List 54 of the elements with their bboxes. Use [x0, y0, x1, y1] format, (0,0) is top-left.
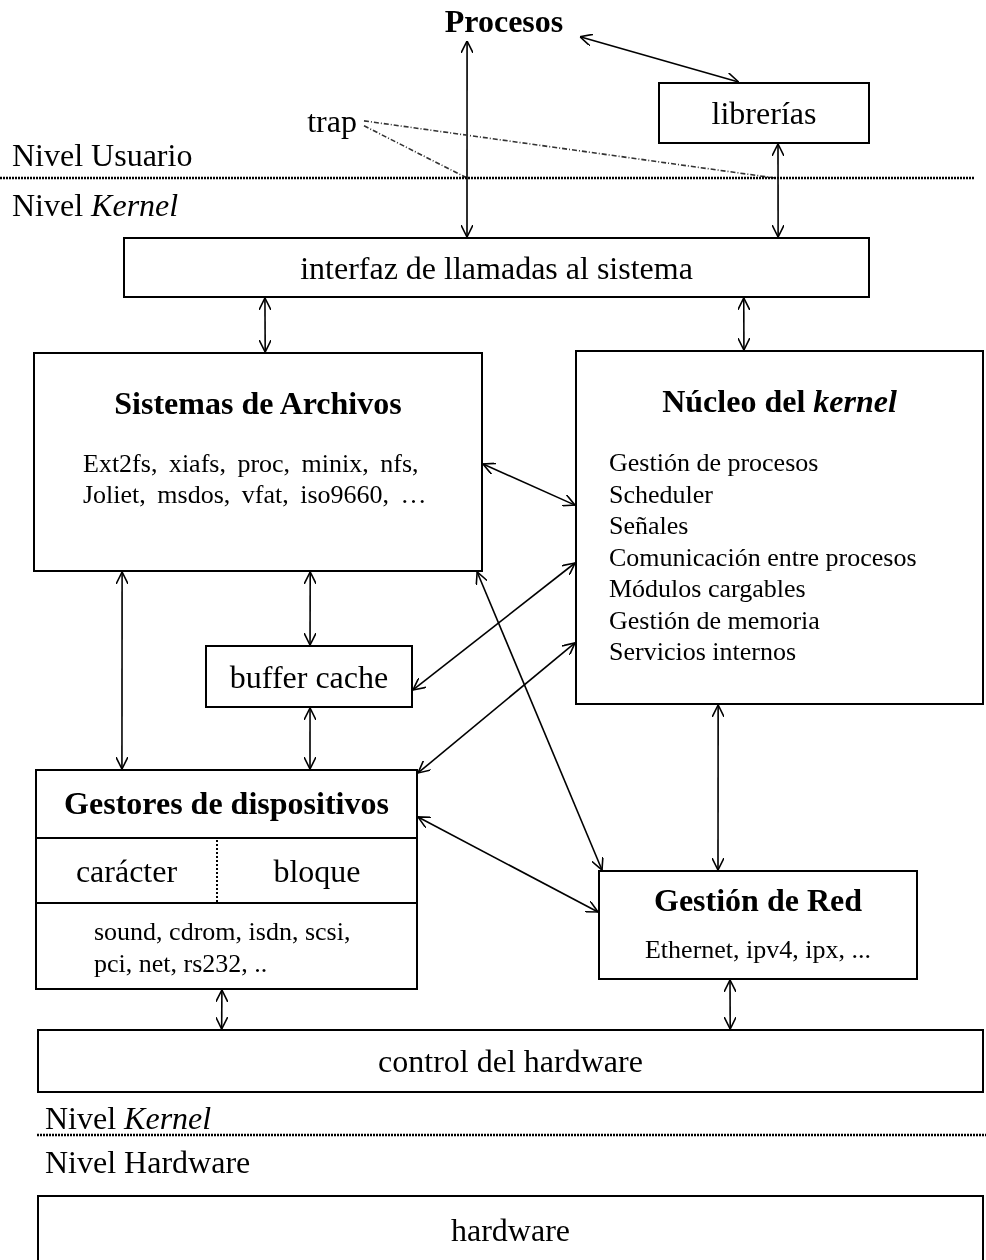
box-text: Ethernet, ipv4, ipx, ... [644, 934, 872, 965]
box-title: Sistemas de Archivos [113, 385, 403, 422]
hardware-box [37, 1195, 984, 1260]
box-title: Gestores de dispositivos [63, 785, 390, 822]
level-label: Nivel Kernel [12, 187, 179, 224]
buffer-cache-box [205, 645, 413, 708]
kernel-core-box [575, 350, 984, 705]
library-box [658, 82, 870, 144]
dashed-line [363, 125, 468, 179]
double-arrow [303, 707, 317, 770]
cell-text: sound, cdrom, isdn, scsi, pci, net, rs232, .. [94, 916, 352, 980]
box-title: Gestión de Red [653, 882, 863, 919]
trap-text: trap [300, 103, 364, 141]
double-arrow [412, 562, 576, 691]
list-item: Scheduler [609, 478, 713, 510]
double-arrow [115, 571, 129, 770]
box-label: hardware [450, 1211, 571, 1248]
level-label: Nivel Hardware [45, 1144, 251, 1181]
network-box [598, 870, 918, 980]
list-item: Señales [609, 510, 689, 541]
box-text: Ext2fs, xiafs, proc, minix, nfs, Joliet, msdos, vfat, iso9660, … [83, 448, 428, 510]
box-label: control del hardware [377, 1042, 644, 1080]
level-label: Nivel Usuario [12, 137, 193, 174]
cell-text: carácter [74, 852, 179, 889]
list-item: Módulos cargables [609, 573, 806, 604]
list-item: Servicios internos [609, 636, 797, 667]
level-label: Nivel Kernel [45, 1100, 212, 1137]
table-cell [37, 837, 218, 902]
double-arrow [303, 571, 317, 646]
cell-text: bloque [272, 852, 362, 889]
heading-text: Procesos [428, 3, 580, 41]
double-arrow [417, 816, 599, 913]
device-driver-box [35, 769, 418, 990]
double-arrow [460, 40, 474, 238]
double-arrow [214, 989, 229, 1030]
syscall-interface-box [123, 237, 870, 298]
box-label: buffer cache [228, 658, 390, 695]
double-arrow [475, 571, 604, 871]
double-arrow [771, 143, 785, 238]
double-arrow [258, 297, 272, 353]
hardware-control-box [37, 1029, 984, 1093]
double-arrow [417, 642, 576, 774]
filesystem-box [33, 352, 483, 572]
list-item: Gestión de procesos [609, 447, 819, 478]
dashed-line [363, 120, 776, 179]
list-item: Comunicación entre procesos [609, 541, 917, 573]
box-label: librerías [710, 94, 818, 132]
list-item: Gestión de memoria [609, 604, 820, 636]
double-arrow [482, 462, 576, 507]
double-arrow [723, 979, 737, 1030]
double-arrow [737, 297, 751, 351]
double-arrow [711, 704, 725, 871]
box-label: interfaz de llamadas al sistema [299, 249, 694, 286]
box-title: Núcleo del kernel [661, 383, 898, 420]
